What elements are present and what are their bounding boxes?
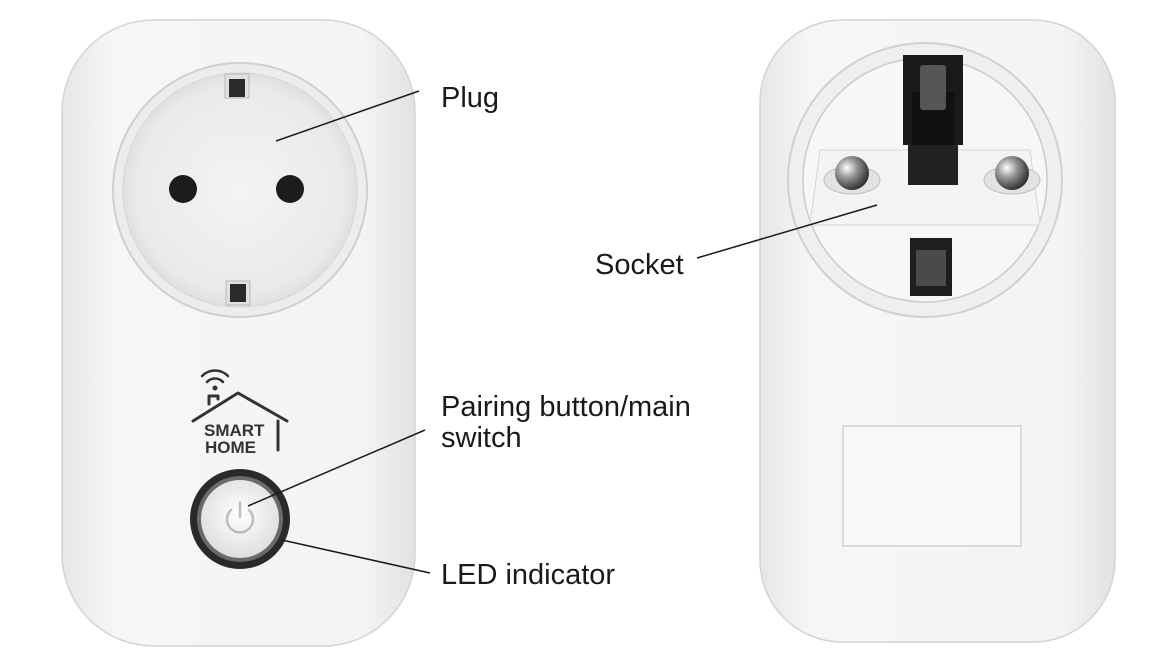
leader-line-pairing [247, 429, 426, 507]
wifi-icon [200, 369, 230, 391]
label-pairing-line2: switch [441, 422, 522, 454]
pairing-button[interactable] [190, 469, 290, 569]
socket-pin-left [823, 156, 881, 195]
label-pairing-button: Pairing button/main switch [441, 392, 691, 454]
smart-home-logo: SMART HOME [191, 369, 289, 457]
leader-lines [247, 90, 878, 574]
plug-face [112, 62, 368, 318]
leader-line-led [281, 539, 431, 574]
plug-hole-left [169, 175, 197, 203]
label-plug: Plug [441, 82, 500, 114]
back-device [759, 19, 1116, 643]
logo-smart-text: SMART [204, 421, 265, 440]
ground-contact-bottom [910, 238, 952, 296]
plug-hole-right [276, 175, 304, 203]
label-pairing-line1: Pairing button/main [441, 391, 691, 423]
label-socket: Socket [595, 249, 684, 281]
house-icon [191, 391, 289, 452]
ground-clip-bottom [225, 280, 251, 306]
label-led-indicator: LED indicator [441, 559, 616, 591]
logo-home-text: HOME [205, 438, 256, 457]
label-area [842, 425, 1022, 547]
plug-connector [787, 42, 1063, 318]
leader-line-plug [275, 90, 420, 142]
ground-contact-top [903, 55, 963, 185]
power-icon [225, 501, 255, 534]
leader-line-socket [696, 204, 878, 259]
ground-clip-top [224, 73, 250, 99]
socket-pin-right [983, 156, 1041, 195]
front-device: SMART HOME [61, 19, 416, 647]
